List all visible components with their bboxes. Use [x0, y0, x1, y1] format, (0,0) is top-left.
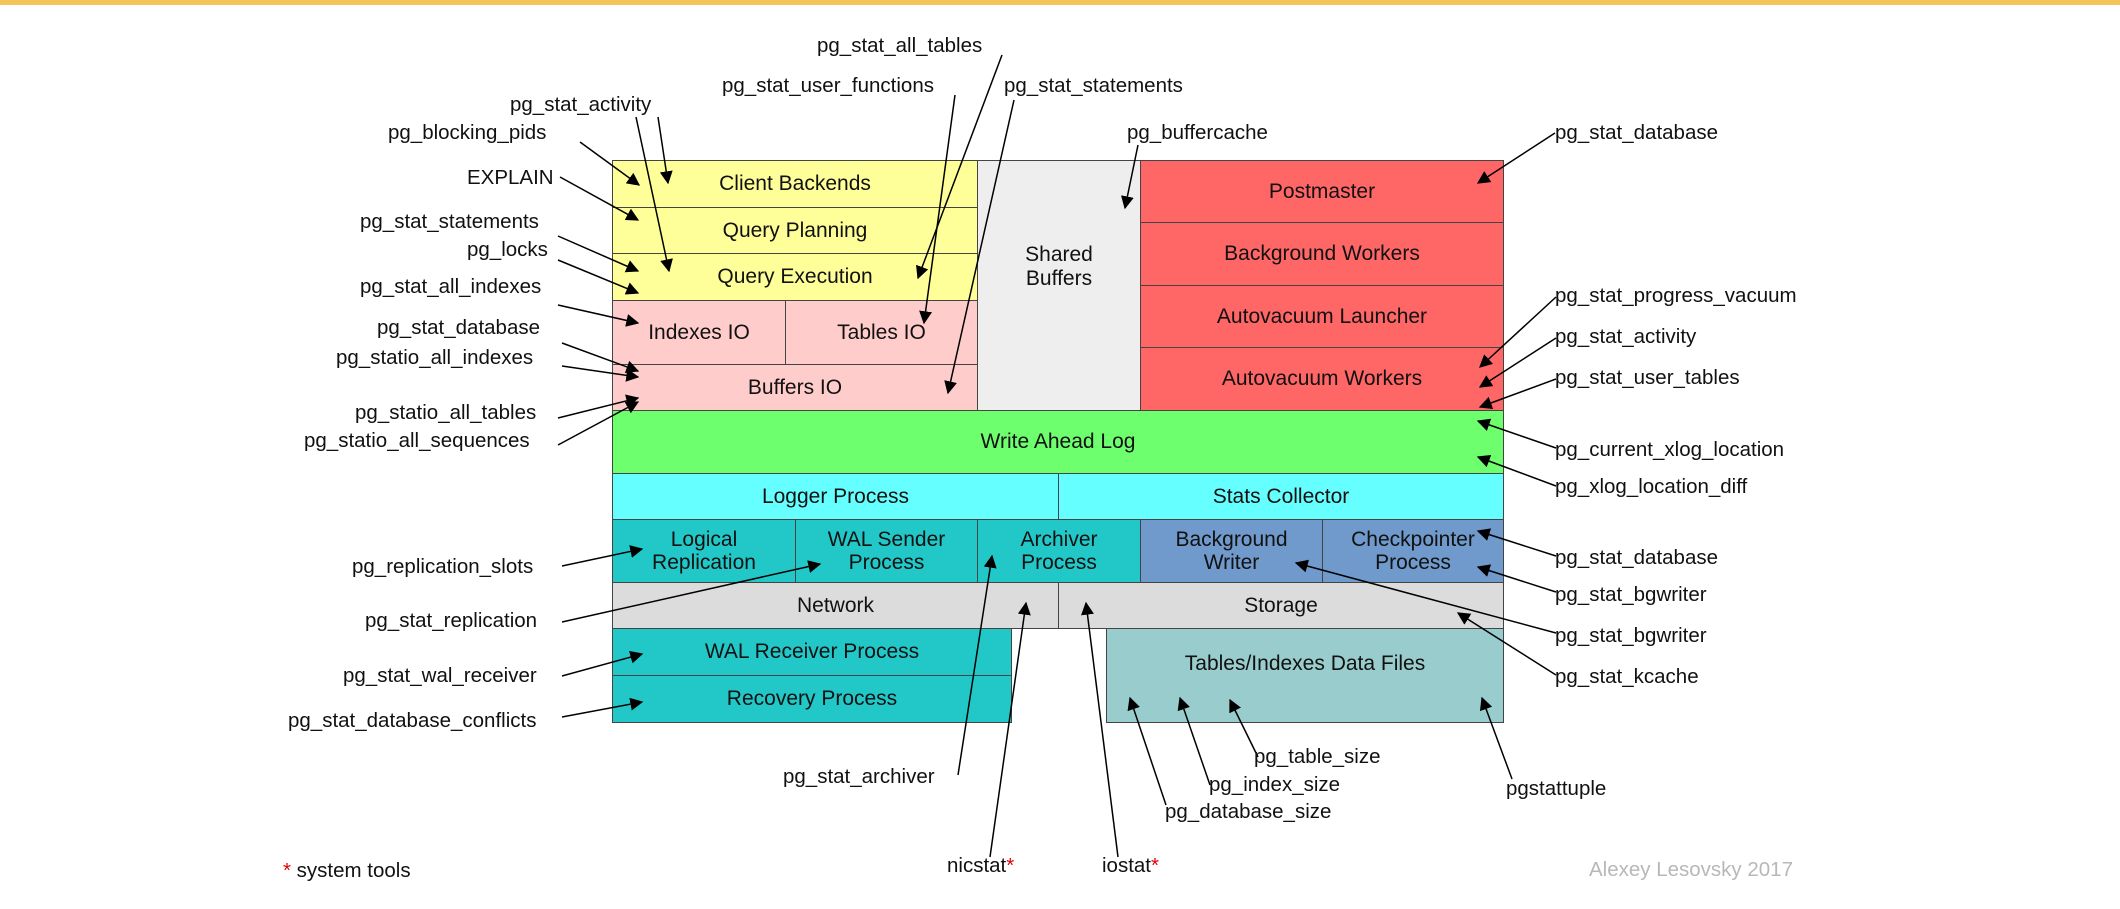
label-pg-stat-statements-left: pg_stat_statements — [360, 210, 539, 233]
label-pg-stat-database-right: pg_stat_database — [1555, 546, 1718, 569]
label-pg-statio-all-indexes: pg_statio_all_indexes — [336, 346, 534, 369]
background-writer-box: Background Writer — [1140, 519, 1323, 583]
arrow-user-functions — [919, 94, 956, 325]
label-pg-stat-database-conflicts: pg_stat_database_conflicts — [288, 709, 537, 732]
label-explain: EXPLAIN — [467, 166, 554, 189]
background-workers-box: Background Workers — [1140, 222, 1504, 286]
label-pg-xlog-location-diff: pg_xlog_location_diff — [1555, 475, 1748, 498]
label-pg-stat-kcache: pg_stat_kcache — [1555, 665, 1699, 688]
autovacuum-workers-box: Autovacuum Workers — [1140, 347, 1504, 411]
data-files-box: Tables/Indexes Data Files — [1106, 628, 1504, 723]
label-pg-stat-wal-receiver: pg_stat_wal_receiver — [343, 664, 537, 687]
footer-system-tools-text: system tools — [290, 859, 411, 882]
label-pg-stat-progress-vacuum: pg_stat_progress_vacuum — [1555, 284, 1797, 307]
label-pg-locks: pg_locks — [467, 238, 548, 261]
archiver-process-box: Archiver Process — [977, 519, 1141, 583]
label-pg-stat-archiver: pg_stat_archiver — [783, 765, 935, 788]
label-pg-stat-bgwriter-1: pg_stat_bgwriter — [1555, 583, 1707, 606]
nicstat-star: * — [1006, 854, 1015, 877]
label-pg-statio-all-sequences: pg_statio_all_sequences — [304, 429, 530, 452]
label-pg-stat-activity-right: pg_stat_activity — [1555, 325, 1697, 348]
label-pg-stat-bgwriter-2: pg_stat_bgwriter — [1555, 624, 1707, 647]
shared-buffers-box: Shared Buffers — [977, 160, 1141, 411]
iostat-star: * — [1151, 854, 1159, 877]
footer-credit: Alexey Lesovsky 2017 — [1589, 858, 1793, 881]
label-pg-stat-database-left: pg_stat_database — [377, 316, 540, 339]
tables-io-box: Tables IO — [785, 300, 978, 365]
wal-sender-process-box: WAL Sender Process — [795, 519, 978, 583]
recovery-process-box: Recovery Process — [612, 675, 1012, 723]
label-pg-stat-database-top-right: pg_stat_database — [1555, 121, 1718, 144]
label-pg-stat-all-tables: pg_stat_all_tables — [817, 34, 983, 57]
label-pg-table-size: pg_table_size — [1254, 745, 1381, 768]
nicstat-text: nicstat — [947, 854, 1007, 877]
label-pgstattuple: pgstattuple — [1506, 777, 1607, 800]
label-pg-index-size: pg_index_size — [1209, 773, 1341, 796]
label-pg-stat-activity-top: pg_stat_activity — [510, 93, 652, 116]
storage-box: Storage — [1058, 582, 1504, 629]
label-pg-statio-all-tables: pg_statio_all_tables — [355, 401, 537, 424]
footer-star: * — [283, 859, 291, 882]
label-pg-stat-user-tables: pg_stat_user_tables — [1555, 366, 1740, 389]
logger-process-box: Logger Process — [612, 473, 1059, 520]
write-ahead-log-box: Write Ahead Log — [612, 410, 1504, 474]
label-iostat: iostat* — [1102, 854, 1159, 877]
label-pg-current-xlog-location: pg_current_xlog_location — [1555, 438, 1785, 461]
checkpointer-process-box: Checkpointer Process — [1322, 519, 1504, 583]
label-pg-stat-user-functions: pg_stat_user_functions — [722, 74, 934, 97]
label-pg-buffercache: pg_buffercache — [1127, 121, 1268, 144]
label-pg-database-size: pg_database_size — [1165, 800, 1332, 823]
wal-receiver-process-box: WAL Receiver Process — [612, 628, 1012, 676]
postmaster-box: Postmaster — [1140, 160, 1504, 223]
label-nicstat: nicstat* — [947, 854, 1015, 877]
label-pg-replication-slots: pg_replication_slots — [352, 555, 534, 578]
iostat-text: iostat — [1102, 854, 1151, 877]
query-execution-box: Query Execution — [612, 253, 978, 301]
footer-system-tools: * system tools — [283, 859, 411, 882]
label-pg-stat-statements-top: pg_stat_statements — [1004, 74, 1183, 97]
label-pg-blocking-pids: pg_blocking_pids — [388, 121, 547, 144]
client-backends-box: Client Backends — [612, 160, 978, 208]
connector-arrows — [557, 54, 1557, 858]
label-pg-stat-all-indexes: pg_stat_all_indexes — [360, 275, 542, 298]
buffers-io-box: Buffers IO — [612, 364, 978, 411]
autovacuum-launcher-box: Autovacuum Launcher — [1140, 285, 1504, 348]
label-pg-stat-replication: pg_stat_replication — [365, 609, 538, 632]
